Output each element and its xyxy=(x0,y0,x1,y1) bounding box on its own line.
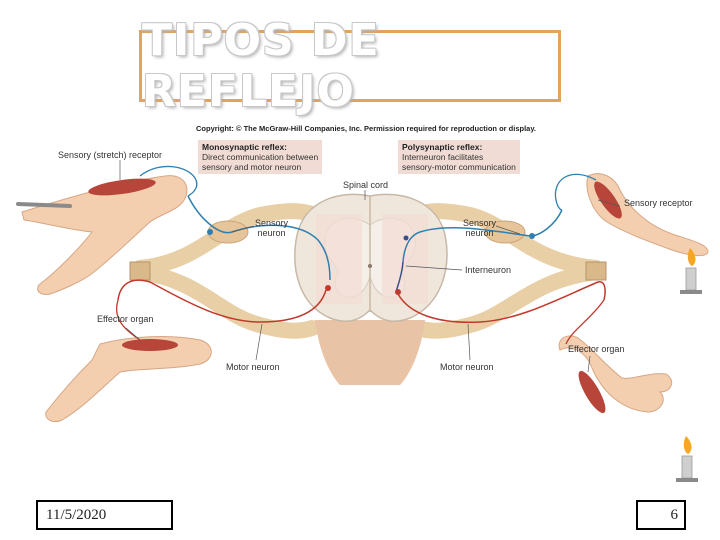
leader-motor-left xyxy=(255,323,263,361)
label-sensory-stretch-receptor: Sensory (stretch) receptor xyxy=(58,150,163,160)
stretch-nerve-left xyxy=(139,165,198,197)
label-sensory-receptor: Sensory receptor xyxy=(624,198,693,208)
right-lower-arm xyxy=(558,335,673,413)
label-effector-organ-left: Effector organ xyxy=(97,314,154,324)
candle-flame-top xyxy=(687,248,696,266)
leader-sensory-receptor xyxy=(597,199,621,207)
motor-soma-right xyxy=(395,289,401,295)
left-upper-muscle xyxy=(88,178,156,196)
date-box: 11/5/2020 xyxy=(36,500,173,530)
label-sensory-neuron-right-2: neuron xyxy=(465,228,494,238)
effector-nerve-left xyxy=(115,299,141,341)
slide-date: 11/5/2020 xyxy=(46,506,107,523)
label-interneuron: Interneuron xyxy=(465,265,512,275)
slide-title: TIPOS DE REFLEJO xyxy=(142,15,380,117)
motor-soma-left xyxy=(325,285,331,291)
sensory-neuron-left xyxy=(187,195,331,281)
label-sensory-neuron-left-1: Sensory xyxy=(255,218,289,228)
left-nerve-upper xyxy=(132,203,320,276)
label-motor-neuron-right: Motor neuron xyxy=(440,362,494,372)
left-nerve-lower xyxy=(132,264,320,339)
central-canal xyxy=(368,264,372,268)
monosynaptic-box: Monosynaptic reflex: Direct communicatio… xyxy=(198,140,323,174)
page-number: 6 xyxy=(670,506,679,523)
leader-effector-right xyxy=(587,355,591,373)
leader-sensory-right xyxy=(495,225,521,235)
interneuron-soma xyxy=(403,235,409,241)
label-sensory-neuron-right-1: Sensory xyxy=(463,218,497,228)
spinal-cord-stalk xyxy=(315,320,425,385)
label-sensory-neuron-right: Sensory neuron xyxy=(463,218,496,238)
candle-base-top xyxy=(680,290,702,294)
polysynaptic-box: Polysynaptic reflex: Interneuron facilit… xyxy=(398,140,520,174)
right-upper-muscle xyxy=(594,181,622,219)
right-nerve-lower xyxy=(410,264,604,339)
right-nerve-cuff xyxy=(585,261,607,281)
label-sensory-neuron-left: Sensory neuron xyxy=(255,218,288,238)
motor-neuron-left xyxy=(117,279,327,323)
page-number-box: 6 xyxy=(636,500,686,530)
right-nerve-upper xyxy=(410,203,604,276)
label-spinal-cord: Spinal cord xyxy=(343,180,389,190)
polysynaptic-line2: sensory-motor communication xyxy=(402,162,516,172)
reflex-hammer xyxy=(16,202,72,208)
sensory-soma-left xyxy=(207,229,213,235)
polysynaptic-heading: Polysynaptic reflex: xyxy=(402,142,483,152)
motor-neuron-right xyxy=(397,281,606,324)
effector-nerve-right xyxy=(565,299,605,345)
candle-stand-top xyxy=(685,267,697,291)
candle-stand-bottom xyxy=(681,455,693,479)
left-lower-leg xyxy=(45,336,212,423)
mono-highlight xyxy=(316,214,362,304)
right-lower-muscle xyxy=(578,370,606,414)
monosynaptic-heading: Monosynaptic reflex: xyxy=(202,142,288,152)
poly-highlight xyxy=(382,214,428,304)
sensory-soma-right xyxy=(529,233,535,239)
monosynaptic-line1: Direct communication between xyxy=(202,152,319,162)
copyright-notice: Copyright: © The McGraw-Hill Companies, … xyxy=(196,124,537,133)
label-sensory-neuron-left-2: neuron xyxy=(257,228,286,238)
polysynaptic-line1: Interneuron facilitates xyxy=(402,152,484,162)
monosynaptic-line2: sensory and motor neuron xyxy=(202,162,302,172)
sensory-neuron-right xyxy=(402,209,563,263)
candle-flame-bottom xyxy=(683,436,692,454)
leader-motor-right xyxy=(467,323,471,361)
candle-base-bottom xyxy=(676,478,698,482)
leader-sensory-left xyxy=(231,225,255,233)
right-upper-arm xyxy=(586,173,709,257)
leader-interneuron xyxy=(405,265,463,271)
stretch-nerve-right xyxy=(554,173,597,211)
label-effector-organ-right: Effector organ xyxy=(568,344,625,354)
left-lower-muscle xyxy=(122,339,178,351)
title-box: TIPOS DE REFLEJO xyxy=(139,15,561,117)
label-motor-neuron-left: Motor neuron xyxy=(226,362,280,372)
left-nerve-cuff xyxy=(129,261,151,281)
leader-effector-left xyxy=(125,327,141,341)
